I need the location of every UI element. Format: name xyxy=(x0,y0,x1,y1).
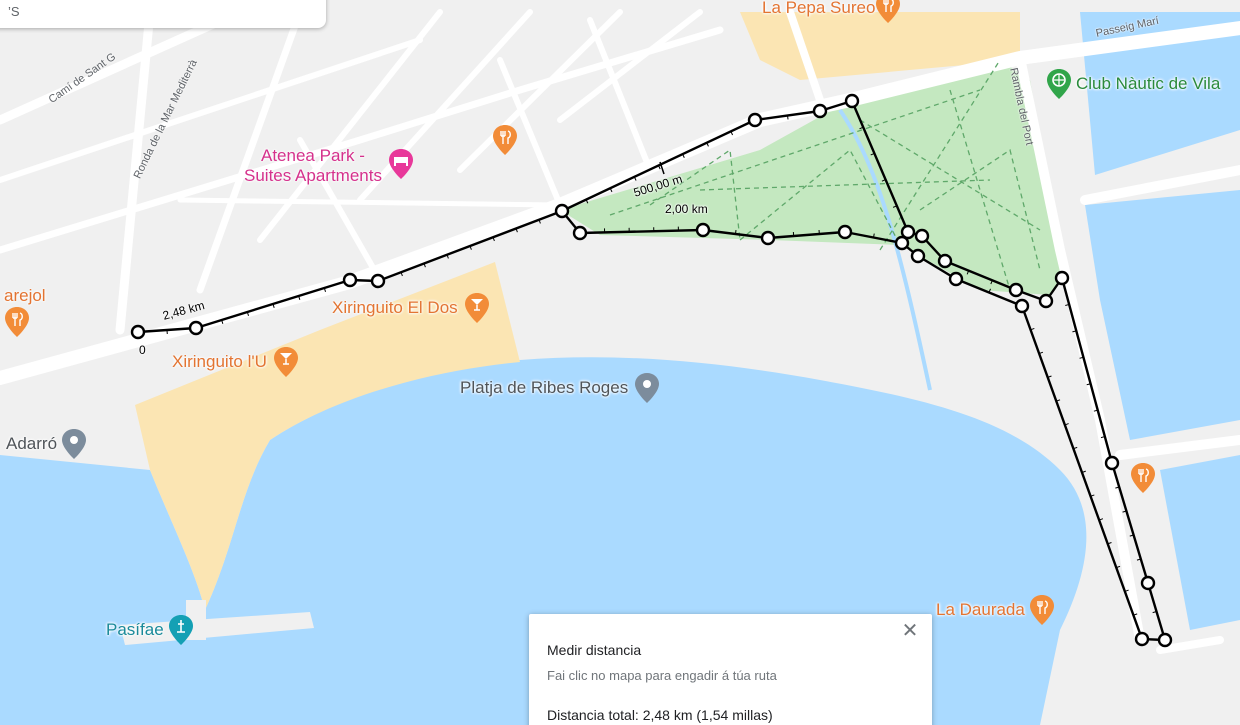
route-vertex[interactable] xyxy=(914,228,930,244)
poi-label: Xiringuito l'U xyxy=(172,352,267,371)
port-water-upper xyxy=(1080,12,1240,175)
hotel-pin-icon xyxy=(388,148,414,180)
route-vertex[interactable] xyxy=(844,93,860,109)
restaurant-pin-icon xyxy=(492,124,518,156)
route-vertex[interactable] xyxy=(130,324,146,340)
restaurant-pin-icon xyxy=(875,0,901,24)
place-pin-icon xyxy=(61,428,87,460)
route-vertex[interactable] xyxy=(1038,293,1054,309)
restaurant-pin-icon xyxy=(4,306,30,337)
route-vertex[interactable] xyxy=(760,230,776,246)
poi-label: La Pepa Sureo xyxy=(762,0,876,17)
poi-club-nautic[interactable]: Club Nàutic de Vila xyxy=(1046,68,1220,100)
route-vertex[interactable] xyxy=(1157,632,1173,648)
pier xyxy=(120,612,314,645)
route-vertex[interactable] xyxy=(1134,631,1150,647)
close-icon[interactable]: ✕ xyxy=(901,620,919,642)
poi-label: Pasífae xyxy=(106,620,164,639)
route-vertex[interactable] xyxy=(910,248,926,264)
route-vertex[interactable] xyxy=(370,273,386,289)
place-pin-icon xyxy=(634,372,660,404)
poi-xiringuito-lu[interactable]: Xiringuito l'U xyxy=(172,346,299,378)
route-vertex[interactable] xyxy=(342,272,358,288)
route-vertex[interactable] xyxy=(894,235,910,251)
route-vertex[interactable] xyxy=(948,271,964,287)
poi-restaurant-unnamed[interactable] xyxy=(492,124,518,156)
park-area xyxy=(560,60,1065,295)
route-vertex[interactable] xyxy=(572,225,588,241)
route-vertex[interactable] xyxy=(554,203,570,219)
restaurant-pin-icon xyxy=(1029,594,1055,626)
search-box[interactable]: ’S xyxy=(0,0,326,28)
poi-arejol[interactable]: arejol xyxy=(4,286,46,337)
total-distance: Distancia total: 2,48 km (1,54 millas) xyxy=(547,707,773,723)
beach-area xyxy=(135,262,520,610)
landmark-pin-icon xyxy=(168,614,194,646)
route-vertex[interactable] xyxy=(1008,282,1024,298)
poi-xiringuito-el-dos[interactable]: Xiringuito El Dos xyxy=(332,292,490,324)
poi-adarro[interactable]: Adarró xyxy=(6,428,87,460)
route-vertex[interactable] xyxy=(937,253,953,269)
poi-label: Adarró xyxy=(6,434,58,453)
park-paths xyxy=(609,59,1041,291)
poi-label: Club Nàutic de Vila xyxy=(1076,74,1221,93)
route-vertex[interactable] xyxy=(1140,575,1156,591)
route-major-tick xyxy=(659,161,665,175)
measure-label-2km: 2,00 km xyxy=(665,202,708,216)
poi-la-daurada[interactable]: La Daurada xyxy=(936,594,1055,626)
poi-pasifae[interactable]: Pasífae xyxy=(106,614,194,646)
panel-title: Medir distancia xyxy=(547,642,642,658)
poi-label: Atenea Park - xyxy=(261,146,365,165)
poi-atenea-park[interactable]: Atenea Park - Suites Apartments xyxy=(244,146,414,186)
poi-label: Xiringuito El Dos xyxy=(332,298,458,317)
port-water-middle xyxy=(1085,190,1240,440)
poi-restaurant-port[interactable] xyxy=(1130,462,1156,494)
poi-label-line2: Suites Apartments xyxy=(244,166,382,185)
bar-pin-icon xyxy=(273,346,299,378)
route-vertex[interactable] xyxy=(900,224,916,240)
route-vertex[interactable] xyxy=(1014,298,1030,314)
measure-distance-panel: ✕ Medir distancia Fai clic no mapa para … xyxy=(529,614,932,725)
route-vertex[interactable] xyxy=(188,320,204,336)
route-vertex[interactable] xyxy=(747,112,763,128)
poi-la-pepa-sureo[interactable]: La Pepa Sureo xyxy=(762,0,901,24)
route-ticks xyxy=(166,115,1157,616)
measure-label-start: 0 xyxy=(139,343,146,357)
marina-pin-icon xyxy=(1046,68,1072,100)
poi-label: La Daurada xyxy=(936,600,1025,619)
route-vertex[interactable] xyxy=(837,224,853,240)
panel-hint: Fai clic no mapa para engadir á túa ruta xyxy=(547,668,777,683)
port-water-lower xyxy=(1160,455,1240,630)
route-vertex[interactable] xyxy=(1054,270,1070,286)
route-vertex[interactable] xyxy=(812,103,828,119)
poi-label: arejol xyxy=(4,286,46,305)
poi-platja-ribes-roges[interactable]: Platja de Ribes Roges xyxy=(460,372,660,404)
restaurant-pin-icon xyxy=(1130,462,1156,494)
search-box-text: ’S xyxy=(8,4,20,19)
stream xyxy=(838,108,932,391)
bar-pin-icon xyxy=(464,292,490,324)
poi-label: Platja de Ribes Roges xyxy=(460,378,629,397)
route-vertex[interactable] xyxy=(695,222,711,238)
route-vertex[interactable] xyxy=(1104,455,1120,471)
